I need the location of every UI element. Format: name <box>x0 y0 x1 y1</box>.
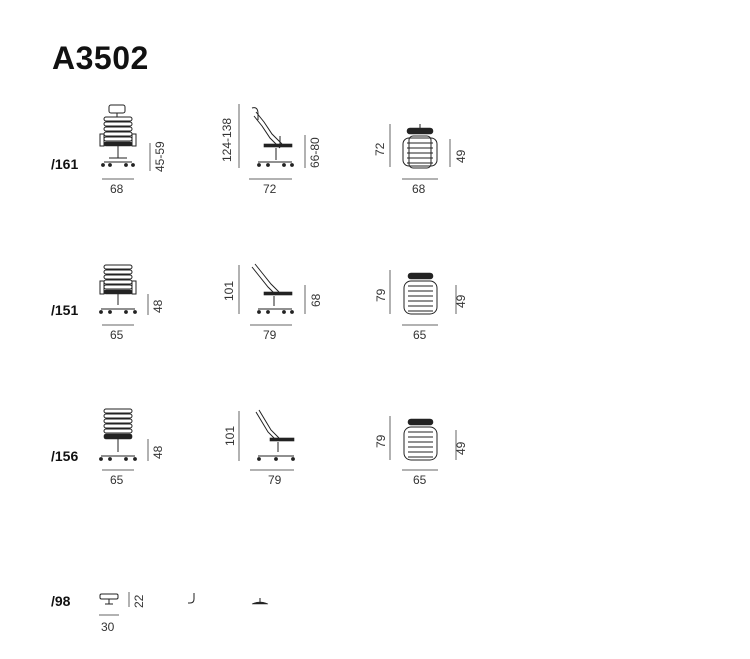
chair-top-icon <box>402 124 438 169</box>
dim-top-seat: 49 <box>454 294 468 308</box>
hook-icon <box>188 593 195 604</box>
dim-front-height: 48 <box>151 445 165 459</box>
chair-front-headrest-icon <box>99 104 137 167</box>
footrest-front-icon <box>99 593 119 605</box>
chair-side-icon <box>255 409 295 461</box>
dim-front-width: 68 <box>110 182 124 196</box>
dim-accessory-width: 30 <box>101 620 115 634</box>
dim-side-arm-height: 68 <box>309 293 323 307</box>
product-title: A3502 <box>52 40 149 76</box>
chair-top-icon <box>403 418 438 461</box>
chair-side-arms-icon <box>251 263 294 314</box>
dim-top-seat: 49 <box>454 441 468 455</box>
dim-side-total-height: 101 <box>223 425 237 446</box>
chair-front-icon <box>99 408 137 461</box>
dim-side-total-height: 124-138 <box>220 117 234 162</box>
dim-side-depth: 72 <box>263 182 277 196</box>
variant-label: /98 <box>51 593 71 609</box>
dim-top-seat: 49 <box>454 149 468 163</box>
chair-top-icon <box>403 272 438 315</box>
variant-label: /151 <box>51 302 79 318</box>
chair-front-arms-icon <box>99 264 137 314</box>
dim-top-height: 79 <box>374 434 388 448</box>
variant-label: /156 <box>51 448 79 464</box>
variant-label: /161 <box>51 156 79 172</box>
dim-top-height: 72 <box>373 142 387 156</box>
chair-side-headrest-icon <box>251 107 294 167</box>
dim-top-width: 68 <box>412 182 426 196</box>
dim-side-arm-height: 66-80 <box>308 137 322 168</box>
dim-front-width: 65 <box>110 473 124 487</box>
dim-front-width: 65 <box>110 328 124 342</box>
footrest-base-icon <box>251 598 269 605</box>
dim-side-depth: 79 <box>268 473 282 487</box>
dim-front-height: 48 <box>151 299 165 313</box>
dim-top-width: 65 <box>413 473 427 487</box>
dim-side-total-height: 101 <box>222 280 236 301</box>
dim-side-depth: 79 <box>263 328 277 342</box>
dim-front-height: 45-59 <box>153 141 167 172</box>
dim-accessory-height: 22 <box>132 594 146 608</box>
dim-top-height: 79 <box>374 288 388 302</box>
dim-top-width: 65 <box>413 328 427 342</box>
